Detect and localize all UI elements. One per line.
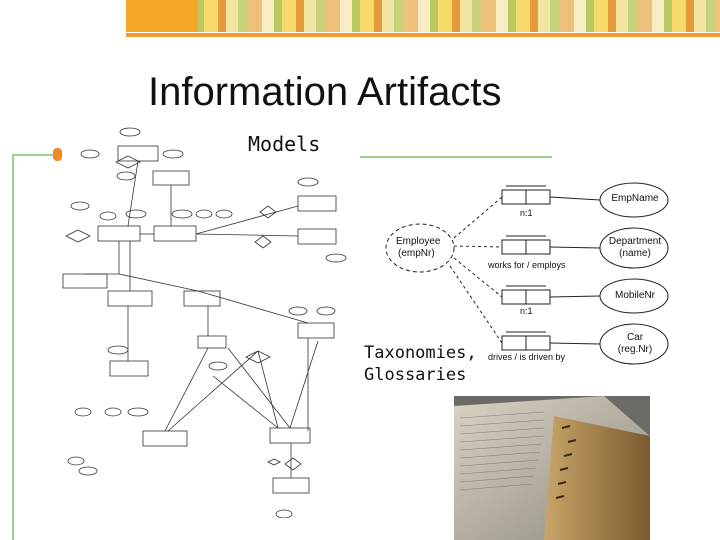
taxonomies-line2: Glossaries xyxy=(364,365,467,385)
banner-orange-block xyxy=(126,0,198,32)
open-book-image xyxy=(454,396,650,540)
slide-title: Information Artifacts xyxy=(148,70,502,114)
orm-uniqueness-2: n:1 xyxy=(520,306,533,316)
models-label: Models xyxy=(248,132,321,156)
left-vertical-rule xyxy=(12,155,14,540)
orm-entity-empname: EmpName xyxy=(611,193,659,204)
orm-entity-mobilenr: MobileNr xyxy=(614,290,655,301)
taxonomies-label: Taxonomies, Glossaries xyxy=(364,342,477,386)
banner-flower-strip xyxy=(126,0,720,32)
orm-reading-drives: drives / is driven by xyxy=(488,352,566,362)
header-banner xyxy=(0,0,720,40)
orm-reading-works-for: works for / employs xyxy=(488,260,566,270)
orm-employee-line1: Employee xyxy=(396,236,441,247)
right-horizontal-rule xyxy=(360,156,552,158)
bullet-dot xyxy=(53,148,62,161)
orm-diagram: EmpName Department (name) MobileNr Car (… xyxy=(380,180,680,370)
banner-underline xyxy=(126,33,720,37)
orm-entity-department: Department (name) xyxy=(608,236,662,259)
er-diagram-image xyxy=(58,126,358,519)
orm-entity-car: Car (reg.Nr) xyxy=(617,332,653,355)
left-horizontal-rule xyxy=(12,154,57,156)
taxonomies-line1: Taxonomies, xyxy=(364,343,477,363)
orm-employee-line2: (empNr) xyxy=(398,248,435,259)
orm-uniqueness-1: n:1 xyxy=(520,208,533,218)
